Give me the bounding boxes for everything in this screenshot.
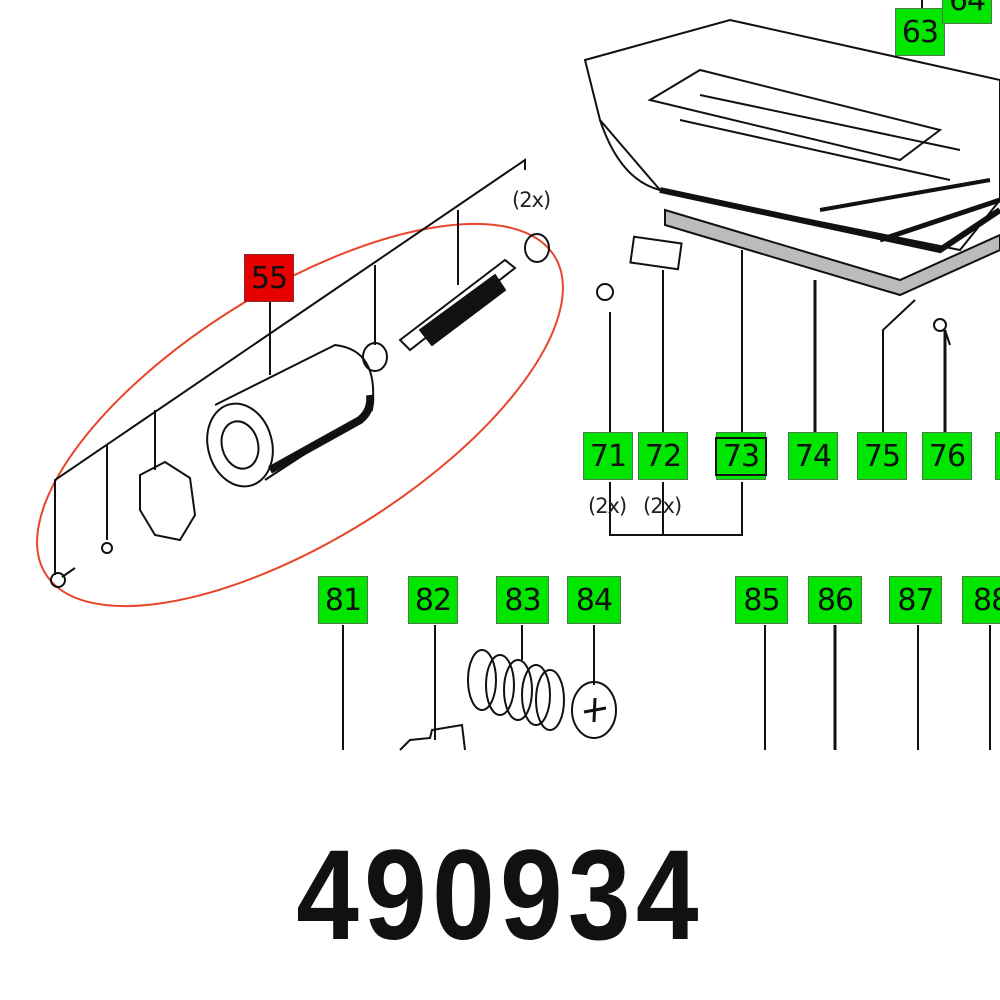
roller-55-icon (206, 343, 375, 488)
label-86[interactable]: 86 (808, 576, 862, 624)
label-85[interactable]: 85 (735, 576, 788, 624)
knob-icon (571, 681, 617, 739)
label-cut-off[interactable] (995, 432, 1000, 480)
label-87[interactable]: 87 (889, 576, 942, 624)
shaft-icon (398, 258, 517, 352)
label-88[interactable]: 88 (962, 576, 1000, 624)
label-76[interactable]: 76 (922, 432, 972, 480)
label-73[interactable]: 73 (714, 432, 768, 480)
highlight-ellipse (36, 222, 564, 608)
leader-lines (54, 0, 991, 750)
base-housing-icon (583, 18, 1000, 254)
label-73-text: 73 (714, 436, 768, 476)
label-55-highlighted[interactable]: 55 (244, 254, 294, 302)
label-82[interactable]: 82 (408, 576, 458, 624)
bushing-plate-icon (139, 460, 197, 542)
washer-2x-icon (524, 233, 550, 263)
spring-icon (467, 649, 565, 731)
label-71[interactable]: 71 (583, 432, 633, 480)
screw-icon (50, 567, 76, 588)
qty-72: (2x) (643, 494, 682, 518)
qty-washer: (2x) (512, 188, 551, 212)
pad-72-icon (629, 235, 683, 271)
label-72[interactable]: 72 (638, 432, 688, 480)
label-74[interactable]: 74 (788, 432, 838, 480)
screw-76-icon (933, 318, 951, 346)
label-75[interactable]: 75 (857, 432, 907, 480)
label-83[interactable]: 83 (496, 576, 549, 624)
washer-icon (362, 342, 388, 372)
label-84[interactable]: 84 (567, 576, 621, 624)
small-washer-icon (101, 542, 113, 554)
qty-71: (2x) (588, 494, 627, 518)
label-64[interactable]: 64 (942, 0, 992, 24)
label-81[interactable]: 81 (318, 576, 368, 624)
nut-71-icon (596, 283, 614, 301)
part-number: 490934 (296, 824, 704, 967)
label-63[interactable]: 63 (895, 8, 945, 56)
foam-pad-icon (664, 208, 1000, 297)
bracket-82-icon (399, 723, 466, 751)
